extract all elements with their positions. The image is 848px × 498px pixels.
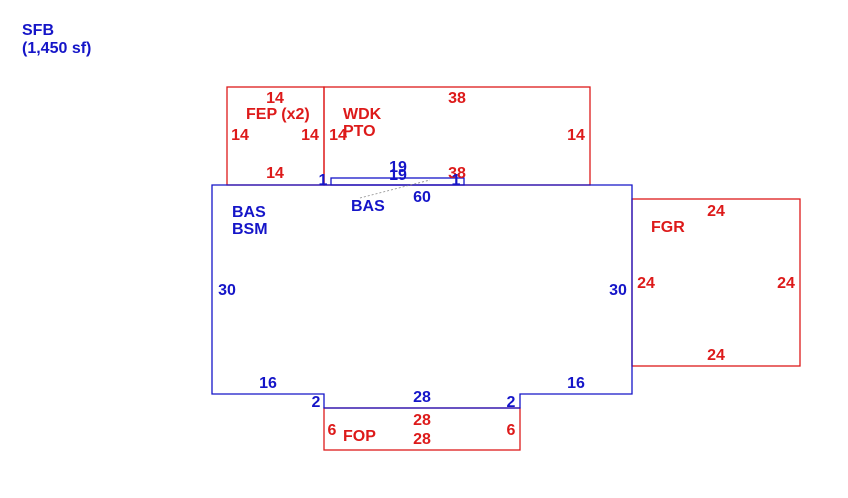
dim-fep-bottom: 14 bbox=[266, 165, 284, 182]
dim-wdk-top: 38 bbox=[448, 90, 466, 107]
bas-outline bbox=[211, 184, 633, 409]
bas-label: BAS bbox=[232, 204, 266, 221]
dim-bas-bottom-right: 16 bbox=[567, 375, 585, 392]
dim-bump-top-a: 19 bbox=[389, 159, 407, 176]
dim-bas-notch-left: 2 bbox=[312, 394, 321, 411]
dim-bump-left: 1 bbox=[319, 172, 328, 189]
dim-fep-right: 14 bbox=[301, 127, 319, 144]
dim-fop-right: 6 bbox=[507, 422, 516, 439]
dim-bas-bottom-left: 16 bbox=[259, 375, 277, 392]
wdk-desc-label: PTO bbox=[343, 123, 376, 140]
dim-fop-left: 6 bbox=[328, 422, 337, 439]
bump-outline bbox=[330, 177, 465, 186]
dim-bas-right: 30 bbox=[609, 282, 627, 299]
total-area: (1,450 sf) bbox=[22, 40, 91, 57]
wdk-label: WDK bbox=[343, 106, 382, 123]
fgr-label: FGR bbox=[651, 219, 685, 236]
dim-fep-top: 14 bbox=[266, 90, 284, 107]
fep-label: FEP (x2) bbox=[246, 106, 310, 123]
dim-wdk-left: 14 bbox=[329, 127, 347, 144]
bas-desc-label: BSM bbox=[232, 221, 268, 238]
dim-bas-left: 30 bbox=[218, 282, 236, 299]
dim-fgr-bottom: 24 bbox=[707, 347, 725, 364]
bas-small-label: BAS bbox=[351, 198, 385, 215]
leader-line bbox=[359, 179, 431, 199]
dim-fop-top: 28 bbox=[413, 412, 431, 429]
dim-fop-bottom: 28 bbox=[413, 431, 431, 448]
dim-bas-notch-bottom: 28 bbox=[413, 389, 431, 406]
fop-label: FOP bbox=[343, 428, 376, 445]
dim-wdk-right: 14 bbox=[567, 127, 585, 144]
dim-fgr-top: 24 bbox=[707, 203, 725, 220]
dim-fep-left: 14 bbox=[231, 127, 249, 144]
dim-bump-top-b: 19 bbox=[389, 167, 407, 184]
dim-fgr-left: 24 bbox=[637, 275, 655, 292]
dim-bas-notch-right: 2 bbox=[507, 394, 516, 411]
dim-wdk-bottom: 38 bbox=[448, 165, 466, 182]
sketch-code: SFB bbox=[22, 22, 54, 39]
dim-bump-right: 1 bbox=[452, 172, 461, 189]
dim-bas-top: 60 bbox=[413, 189, 431, 206]
dim-fgr-right: 24 bbox=[777, 275, 795, 292]
